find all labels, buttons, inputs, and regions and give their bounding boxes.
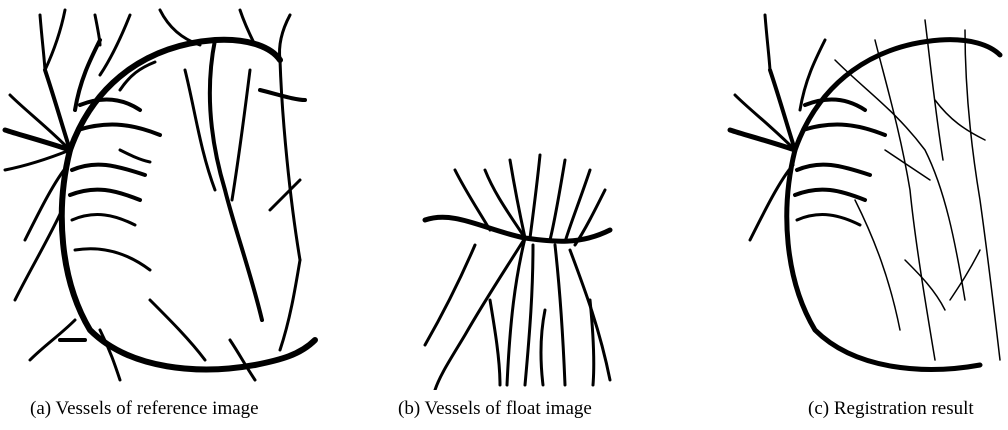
registration-vessel-image <box>725 0 1008 390</box>
caption-reference: (a) Vessels of reference image <box>30 398 259 420</box>
caption-registration: (c) Registration result <box>808 398 974 420</box>
caption-float: (b) Vessels of float image <box>398 398 592 420</box>
reference-vessel-image <box>0 0 330 390</box>
panel-registration <box>725 0 1008 390</box>
panel-reference <box>0 0 330 390</box>
panel-float <box>415 150 625 390</box>
float-vessel-image <box>415 150 625 390</box>
